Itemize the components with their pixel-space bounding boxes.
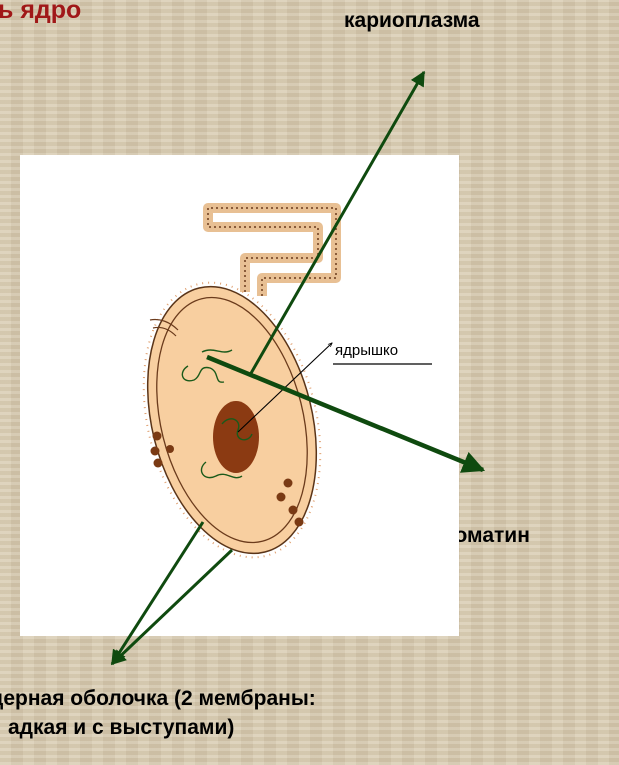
nucleolus-label: ядрышко bbox=[335, 342, 398, 359]
nucleolus bbox=[213, 401, 259, 473]
